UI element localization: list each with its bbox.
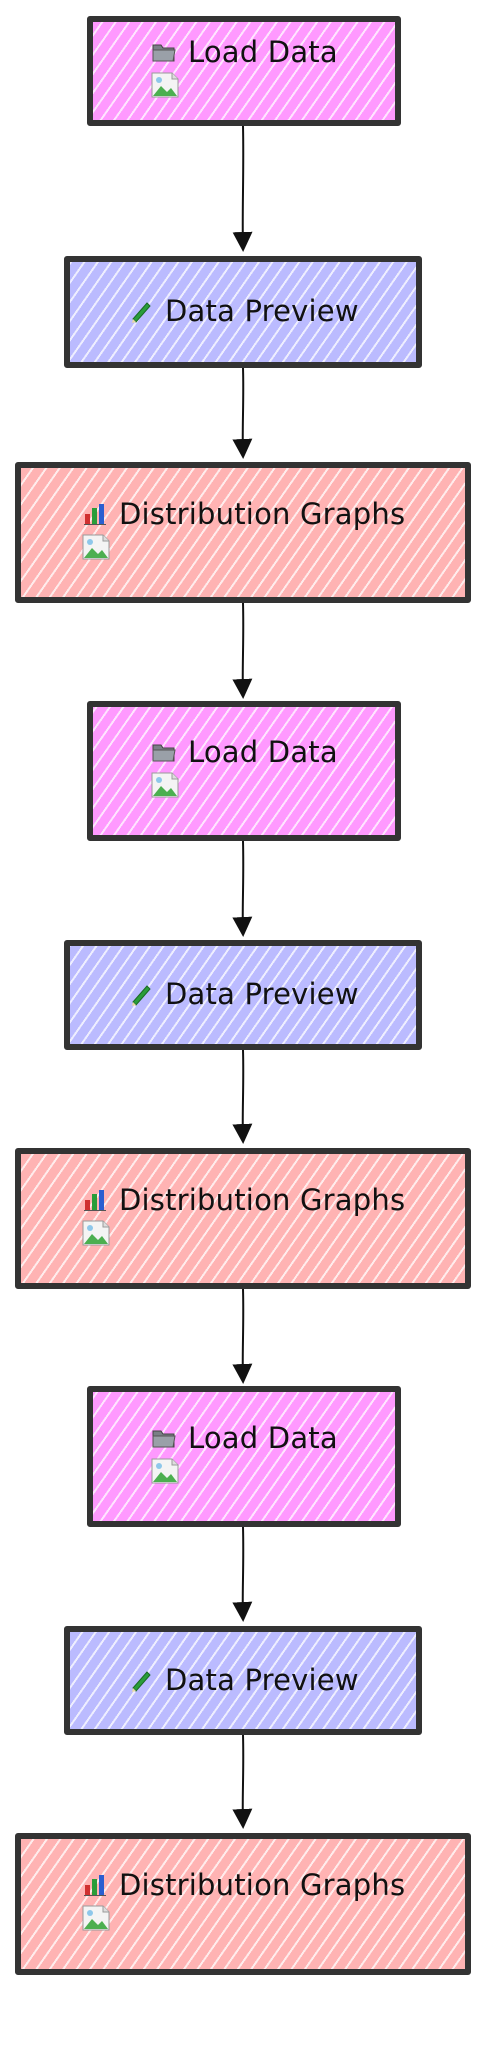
node-load-data: Load Data: [87, 701, 401, 841]
pencil-icon: [127, 297, 155, 325]
edge-arrow: [232, 840, 253, 937]
hatch-fill: [70, 1632, 416, 1729]
node-data-preview: Data Preview: [64, 256, 422, 368]
node-load-data: Load Data: [87, 16, 401, 126]
image-icon: [81, 1219, 111, 1247]
node-title-row: Load Data: [150, 35, 338, 69]
image-icon: [81, 1904, 111, 1932]
node-label: Distribution Graphs: [119, 496, 406, 531]
image-icon: [150, 771, 180, 799]
folder-icon: [150, 38, 178, 66]
node-distribution-graphs: Distribution Graphs: [15, 1833, 471, 1975]
node-title-row: Distribution Graphs: [81, 1868, 405, 1902]
hatch-fill: [93, 1392, 395, 1521]
node-load-data: Load Data: [87, 1386, 401, 1527]
hatch-fill: [70, 946, 416, 1044]
node-title-row: Data Preview: [127, 1663, 359, 1697]
hatch-fill: [70, 262, 416, 362]
bar-chart-icon: [81, 1186, 109, 1214]
node-distribution-graphs: Distribution Graphs: [15, 1148, 471, 1289]
node-label: Load Data: [188, 1420, 338, 1455]
bar-chart-icon: [81, 1871, 109, 1899]
node-title-row: Data Preview: [127, 977, 359, 1011]
node-label: Load Data: [188, 35, 338, 69]
node-label: Data Preview: [165, 977, 359, 1011]
hatch-fill: [21, 1154, 465, 1283]
folder-icon: [150, 1424, 178, 1452]
node-distribution-graphs: Distribution Graphs: [15, 462, 471, 603]
pencil-icon: [127, 980, 155, 1008]
node-data-preview: Data Preview: [64, 940, 422, 1050]
edge-arrow: [232, 1288, 253, 1384]
edge-arrow: [232, 602, 253, 699]
node-label: Load Data: [188, 735, 338, 769]
hatch-fill: [93, 22, 395, 120]
node-data-preview: Data Preview: [64, 1626, 422, 1735]
node-title-row: Distribution Graphs: [81, 497, 405, 531]
hatch-fill: [93, 707, 395, 835]
edge-arrow: [232, 1526, 253, 1622]
pencil-icon: [127, 1666, 155, 1694]
node-title-row: Data Preview: [127, 294, 359, 328]
edge-arrow: [232, 125, 253, 252]
node-label: Distribution Graphs: [119, 1182, 406, 1217]
node-label: Data Preview: [165, 1662, 359, 1697]
hatch-fill: [21, 468, 465, 597]
node-label: Data Preview: [165, 294, 359, 328]
image-icon: [81, 533, 111, 561]
hatch-fill: [21, 1839, 465, 1969]
image-icon: [150, 1457, 180, 1485]
node-title-row: Load Data: [150, 1421, 338, 1455]
node-title-row: Load Data: [150, 735, 338, 769]
node-label: Distribution Graphs: [119, 1868, 406, 1902]
bar-chart-icon: [81, 500, 109, 528]
edge-arrow: [232, 1734, 253, 1829]
folder-icon: [150, 738, 178, 766]
edge-arrow: [232, 367, 253, 459]
edge-arrow: [232, 1049, 253, 1144]
node-title-row: Distribution Graphs: [81, 1183, 405, 1217]
image-icon: [150, 71, 180, 99]
